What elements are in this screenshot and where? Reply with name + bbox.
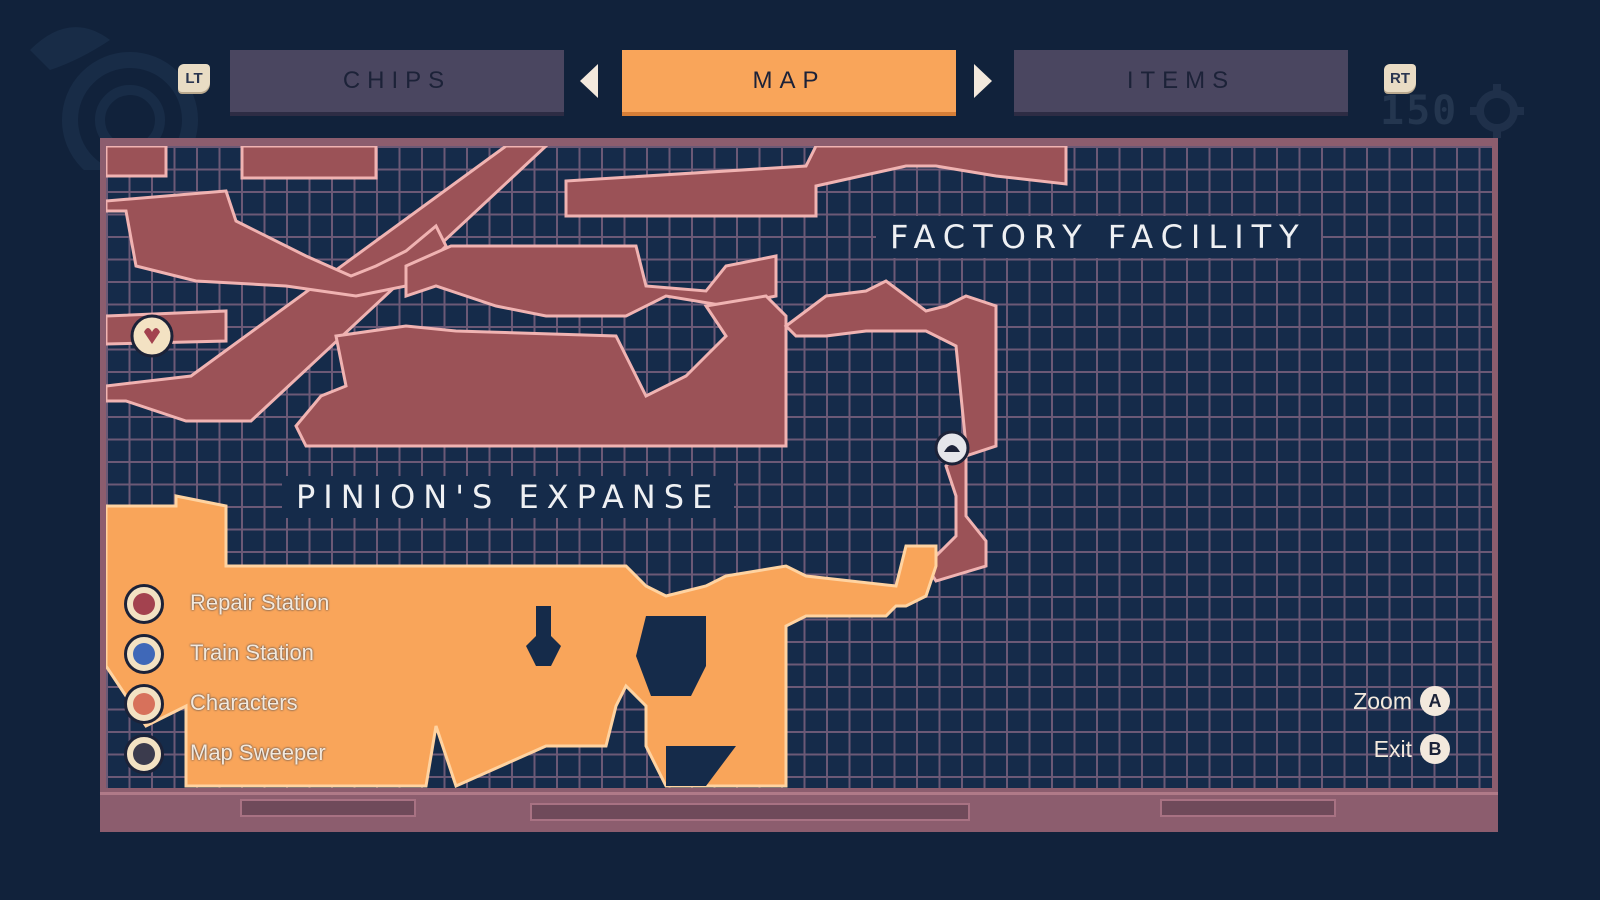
character-marker[interactable] (934, 430, 970, 466)
region-label-pinions-expanse: PINION'S EXPANSE (282, 476, 735, 518)
region-label-factory-facility: FACTORY FACILITY (876, 216, 1321, 258)
map-viewport[interactable]: FACTORY FACILITY PINION'S EXPANSE (106, 146, 1492, 788)
a-button-icon: A (1420, 686, 1450, 716)
lt-button-icon[interactable]: LT (178, 64, 210, 92)
expanse-holes (526, 606, 736, 786)
tab-items[interactable]: ITEMS (1014, 50, 1348, 112)
legend-item-repair-station: Repair Station (124, 584, 384, 628)
legend-item-train-station: Train Station (124, 634, 384, 678)
heart-icon (124, 584, 164, 624)
control-zoom[interactable]: Zoom A (1353, 684, 1450, 718)
tab-map[interactable]: MAP (622, 50, 956, 112)
tab-chips[interactable]: CHIPS (230, 50, 564, 112)
gear-icon (1470, 84, 1524, 138)
b-button-icon: B (1420, 734, 1450, 764)
rt-button-icon[interactable]: RT (1384, 64, 1416, 92)
map-rooms (106, 146, 1068, 788)
legend-item-map-sweeper: Map Sweeper (124, 734, 384, 778)
character-icon (124, 684, 164, 724)
factory-facility-area (106, 146, 1068, 583)
control-exit[interactable]: Exit B (1374, 732, 1450, 766)
repair-station-marker[interactable] (130, 314, 174, 358)
train-icon (124, 634, 164, 674)
pinions-expanse-area (106, 494, 938, 788)
legend-item-characters: Characters (124, 684, 384, 728)
arrow-right-icon[interactable] (972, 64, 994, 98)
question-icon (124, 734, 164, 774)
gear-counter: 150 (1380, 88, 1459, 134)
tab-bar: LT CHIPS MAP ITEMS RT (0, 0, 1600, 140)
arrow-left-icon[interactable] (578, 64, 600, 98)
map-frame-base (100, 792, 1498, 832)
